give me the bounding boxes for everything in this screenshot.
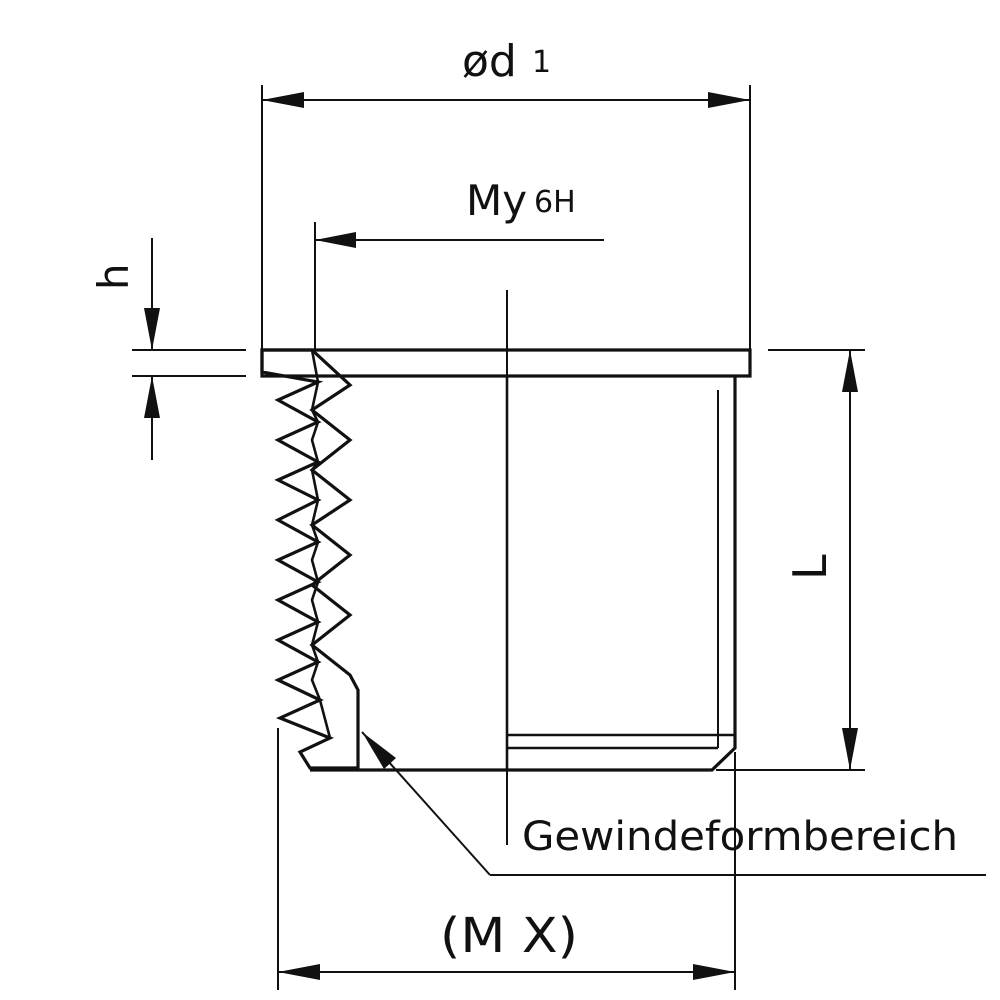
body-right-outline (310, 376, 737, 772)
label-external-thread: (M X) (440, 908, 578, 964)
arrowhead-L-top (842, 350, 858, 392)
arrowhead-h-top (144, 308, 160, 350)
label-chamfer-height: h (89, 263, 138, 290)
arrowhead-MX-right (693, 964, 735, 980)
arrowhead-d1-left (262, 92, 304, 108)
label-thread-size: My (466, 176, 527, 225)
arrowhead-form-area (362, 732, 396, 769)
arrowhead-L-bottom (842, 728, 858, 770)
dimension-outer-diameter: ød 1 (261, 36, 751, 350)
callout-thread-form-area: Gewindeformbereich (361, 731, 986, 876)
label-thread-tolerance: 6H (534, 185, 576, 220)
label-thread-form-area: Gewindeformbereich (522, 814, 958, 860)
arrowhead-d1-right (708, 92, 750, 108)
thread-section (260, 348, 360, 770)
arrowhead-MX-left (278, 964, 320, 980)
dimension-length: L (716, 349, 865, 771)
label-outer-diameter-index: 1 (532, 45, 551, 80)
label-length: L (783, 554, 837, 580)
dimension-chamfer-height: h (89, 238, 246, 460)
arrowhead-thread (315, 232, 356, 248)
thread-hatched-area (260, 348, 360, 770)
label-outer-diameter: ød (462, 36, 517, 87)
dimension-external-thread: (M X) (277, 728, 736, 990)
arrowhead-h-bottom (144, 376, 160, 418)
dimension-thread-size: My 6H (314, 176, 604, 350)
thread-flank-line (310, 349, 332, 739)
